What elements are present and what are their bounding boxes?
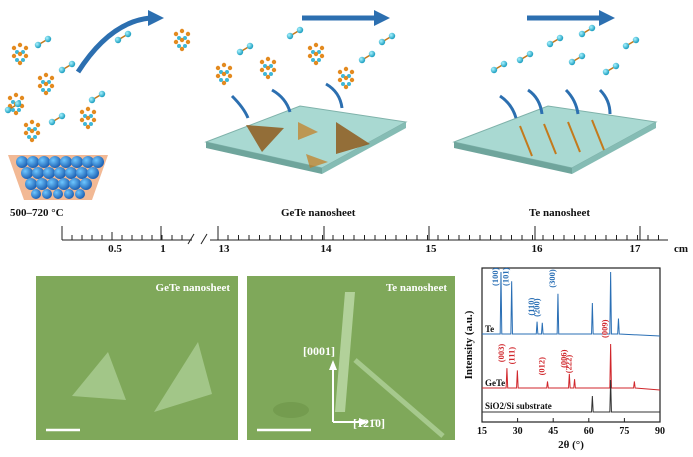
xrd-peak-label: (300): [547, 269, 557, 288]
xrd-peak-label: (003): [496, 344, 506, 363]
temperature-label: 500–720 °C: [10, 207, 64, 219]
xrd-series-name: SiO2/Si substrate: [485, 401, 552, 411]
plot-frame: [481, 267, 661, 423]
x-tick-label: 90: [655, 426, 665, 437]
xrd-peak-label: (012): [537, 357, 547, 376]
xrd-series-line: [482, 271, 661, 337]
ruler-tick-label: 14: [320, 243, 332, 255]
xrd-peak-label: (100): [490, 267, 500, 286]
gete-micrograph-label: GeTe nanosheet: [155, 282, 230, 294]
gete-schematic-label: GeTe nanosheet: [281, 207, 356, 219]
xrd-peak-label: (101): [501, 267, 511, 286]
ruler-tick-label: 17: [629, 243, 641, 255]
x-axis-label: 2θ (°): [558, 439, 584, 451]
gete-substrate: [204, 25, 408, 174]
source-boat: [8, 155, 108, 200]
xrd-peak-label: (006): [558, 349, 568, 368]
te-substrate: [452, 23, 658, 174]
xrd-chart: 15 30 45 60 75 90 2θ (°) Intensity (a.u.) Te (100…: [463, 267, 665, 451]
direction-up-label: [0001]: [303, 344, 335, 358]
xrd-series-line: [482, 379, 660, 413]
gete-micrograph: GeTe nanosheet: [36, 276, 238, 440]
y-axis-label: Intensity (a.u.): [463, 310, 475, 379]
ruler-tick-label: 15: [425, 243, 437, 255]
x-tick-label: 30: [513, 426, 523, 437]
growth-schematic: [4, 10, 668, 245]
xrd-series-name: Te: [485, 324, 494, 334]
ruler-tick-label: 16: [531, 243, 543, 255]
te-micrograph: Te nanosheet [0001] [1̄21̄0]: [247, 276, 455, 440]
xrd-peak-label: (009): [600, 319, 610, 338]
xrd-peak-label: (222): [564, 355, 574, 374]
ruler-tick-label: 13: [218, 243, 230, 255]
xrd-series-name: GeTe: [485, 378, 505, 388]
ruler-tick-label: 0.5: [108, 243, 122, 255]
x-tick-label: 45: [548, 426, 558, 437]
xrd-peak-label: (110): [526, 297, 536, 315]
direction-right-label: [1̄21̄0]: [353, 416, 385, 430]
te-micrograph-label: Te nanosheet: [385, 282, 447, 294]
xrd-peak-label: (200): [531, 298, 541, 317]
x-tick-label: 15: [477, 426, 487, 437]
ruler-unit: cm: [673, 243, 689, 255]
ruler-tick-label: 1: [160, 243, 166, 255]
te-schematic-label: Te nanosheet: [529, 207, 591, 219]
xrd-series-line: [482, 343, 661, 391]
gete-flakes: [46, 342, 212, 432]
ruler: [61, 226, 668, 245]
te-nanowires: [257, 292, 445, 438]
x-tick-label: 75: [619, 426, 629, 437]
xrd-peak-label: (111): [506, 347, 516, 365]
flow-arrows: [75, 10, 615, 74]
x-tick-label: 60: [584, 426, 594, 437]
